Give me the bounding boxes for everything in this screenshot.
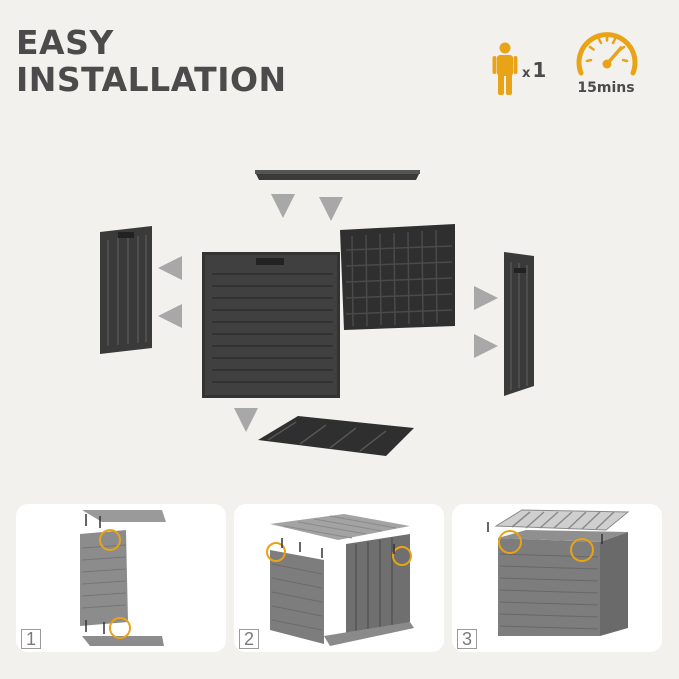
front-panel-part — [202, 252, 340, 398]
floor-panel-part — [258, 416, 414, 456]
highlight-circle-icon — [392, 546, 412, 566]
step-1-card: 1 — [16, 504, 226, 652]
count-value: 1 — [532, 58, 547, 82]
speedometer-icon — [576, 32, 638, 76]
title-line-2: INSTALLATION — [16, 60, 287, 99]
step-3-illustration — [487, 509, 630, 636]
step-3-number: 3 — [457, 629, 478, 649]
right-side-panel-part — [504, 252, 534, 396]
highlight-circle-icon — [570, 538, 594, 562]
step-1-illustration — [80, 510, 166, 646]
page-title: EASY INSTALLATION — [16, 24, 287, 98]
back-panel-part — [340, 224, 455, 330]
highlight-circle-icon — [99, 529, 121, 551]
person-icon — [492, 42, 518, 95]
time-label: 15mins — [577, 80, 635, 96]
step-2-number: 2 — [239, 629, 260, 649]
step-3-card: 3 — [452, 504, 662, 652]
lid-part — [255, 170, 420, 180]
step-1-number: 1 — [21, 629, 42, 649]
exploded-parts-diagram — [100, 170, 534, 456]
arrow-right-icon — [474, 286, 498, 358]
title-line-1: EASY — [16, 23, 114, 62]
highlight-circle-icon — [266, 542, 286, 562]
step-2-card: 2 — [234, 504, 444, 652]
arrow-down-icon — [271, 194, 343, 221]
step-2-illustration — [266, 514, 414, 646]
count-multiplier: x — [522, 66, 531, 81]
highlight-circle-icon — [109, 617, 131, 639]
left-side-panel-part — [100, 226, 152, 354]
highlight-circle-icon — [498, 530, 522, 554]
arrow-left-icon — [158, 256, 182, 328]
